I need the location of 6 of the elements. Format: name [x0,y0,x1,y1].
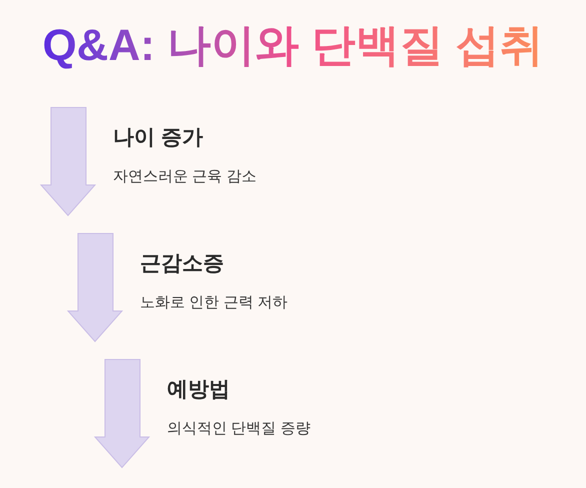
step-heading: 나이 증가 [113,125,204,151]
step-heading: 근감소증 [140,251,225,277]
step-heading: 예방법 [167,377,231,403]
step-description: 의식적인 단백질 증량 [167,419,310,439]
step-description: 자연스러운 근육 감소 [113,167,256,187]
step-description: 노화로 인한 근력 저하 [140,293,288,313]
